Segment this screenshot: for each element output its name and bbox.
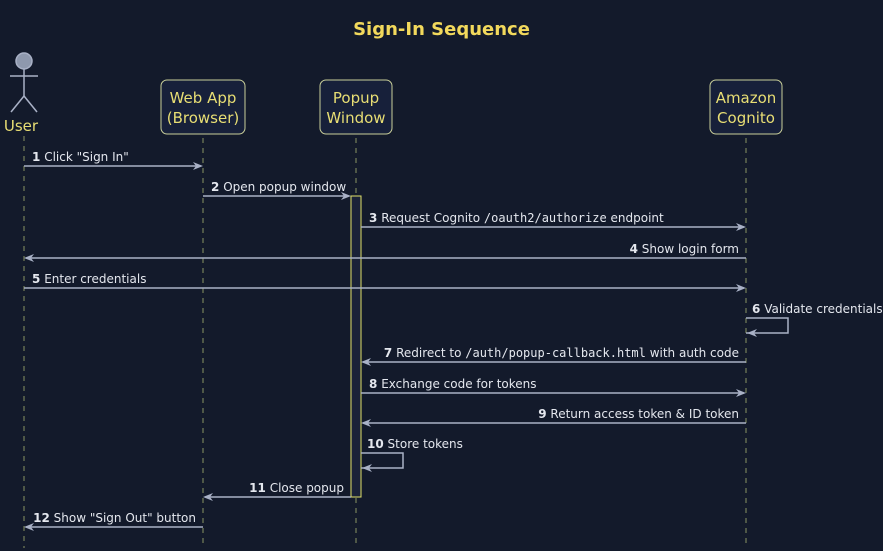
- message-8: 8 Exchange code for tokens: [361, 377, 746, 397]
- message-number: 1: [32, 150, 40, 164]
- message-number: 11: [249, 481, 266, 495]
- participant-label-webapp: (Browser): [167, 109, 240, 127]
- message-label: 8 Exchange code for tokens: [369, 377, 537, 391]
- participant-webapp: Web App (Browser): [160, 79, 246, 135]
- arrowhead-icon: [24, 523, 34, 531]
- message-text: with auth code: [646, 346, 739, 360]
- arrowhead-icon: [361, 358, 371, 366]
- arrowhead-icon: [361, 419, 371, 427]
- message-text: Validate credentials: [764, 302, 882, 316]
- message-number: 8: [369, 377, 377, 391]
- message-label: 10 Store tokens: [367, 437, 463, 451]
- message-10: 10 Store tokens: [361, 437, 463, 472]
- arrowhead-icon: [736, 223, 746, 231]
- message-6: 6 Validate credentials: [746, 302, 883, 337]
- message-number: 6: [752, 302, 760, 316]
- arrowhead-icon: [203, 493, 213, 501]
- message-code: /auth/popup-callback.html: [465, 346, 646, 360]
- message-label: 1 Click "Sign In": [32, 150, 129, 164]
- message-9: 9 Return access token & ID token: [361, 407, 746, 427]
- participant-box-cognito: [709, 79, 783, 135]
- message-label: 6 Validate credentials: [752, 302, 883, 316]
- message-text: Click "Sign In": [44, 150, 129, 164]
- message-2: 2 Open popup window: [203, 180, 351, 200]
- message-3: 3 Request Cognito /oauth2/authorize endp…: [361, 211, 746, 231]
- message-text: Return access token & ID token: [550, 407, 739, 421]
- message-label: 9 Return access token & ID token: [538, 407, 739, 421]
- message-text: Exchange code for tokens: [381, 377, 536, 391]
- message-number: 2: [211, 180, 219, 194]
- message-text: Close popup: [270, 481, 344, 495]
- actor-figure-icon: [10, 52, 38, 113]
- message-label: 7 Redirect to /auth/popup-callback.html …: [384, 346, 739, 360]
- message-number: 3: [369, 211, 377, 225]
- participant-label-cognito: Amazon: [716, 89, 777, 107]
- arrowhead-icon: [736, 284, 746, 292]
- message-text: Store tokens: [388, 437, 463, 451]
- message-7: 7 Redirect to /auth/popup-callback.html …: [361, 346, 746, 366]
- participant-box-popup: [319, 79, 393, 135]
- actor-label-user: User: [4, 117, 39, 135]
- participant-label-webapp: Web App: [170, 89, 237, 107]
- message-label: 12 Show "Sign Out" button: [33, 511, 196, 525]
- message-text: Redirect to: [396, 346, 465, 360]
- diagram-title: Sign-In Sequence: [353, 19, 530, 40]
- arrowhead-icon: [193, 162, 203, 170]
- arrowhead-icon: [362, 464, 372, 472]
- message-code: /oauth2/authorize: [484, 211, 607, 225]
- arrowhead-icon: [341, 192, 351, 200]
- message-4: 4 Show login form: [24, 242, 746, 262]
- message-label: 11 Close popup: [249, 481, 344, 495]
- message-number: 12: [33, 511, 50, 525]
- message-5: 5 Enter credentials: [24, 272, 746, 292]
- message-number: 10: [367, 437, 384, 451]
- message-number: 7: [384, 346, 392, 360]
- message-number: 4: [630, 242, 638, 256]
- message-11: 11 Close popup: [203, 481, 351, 501]
- messages: 1 Click "Sign In" 2 Open popup window 3 Re…: [24, 150, 883, 531]
- actor-user: User: [4, 52, 39, 135]
- participant-label-cognito: Cognito: [717, 109, 775, 127]
- message-number: 9: [538, 407, 546, 421]
- message-1: 1 Click "Sign In": [24, 150, 203, 170]
- message-text: Show login form: [642, 242, 739, 256]
- participant-label-popup: Popup: [333, 89, 379, 107]
- arrowhead-icon: [747, 329, 757, 337]
- participant-label-popup: Window: [326, 109, 385, 127]
- message-text: Enter credentials: [44, 272, 146, 286]
- lifelines: [23, 136, 747, 548]
- message-label: 3 Request Cognito /oauth2/authorize endp…: [369, 211, 664, 225]
- message-12: 12 Show "Sign Out" button: [24, 511, 203, 531]
- arrowhead-icon: [24, 254, 34, 262]
- arrowhead-icon: [736, 389, 746, 397]
- message-text: Show "Sign Out" button: [54, 511, 196, 525]
- message-text: Request Cognito: [381, 211, 484, 225]
- message-label: 4 Show login form: [630, 242, 739, 256]
- message-number: 5: [32, 272, 40, 286]
- message-label: 5 Enter credentials: [32, 272, 146, 286]
- message-label: 2 Open popup window: [211, 180, 346, 194]
- self-message-arrow: [746, 317, 789, 334]
- self-message-arrow: [361, 452, 404, 469]
- participant-box-webapp: [160, 79, 246, 135]
- activations: [350, 195, 362, 498]
- message-text: Open popup window: [223, 180, 346, 194]
- activation-bar-popup: [350, 195, 362, 498]
- message-text: endpoint: [607, 211, 664, 225]
